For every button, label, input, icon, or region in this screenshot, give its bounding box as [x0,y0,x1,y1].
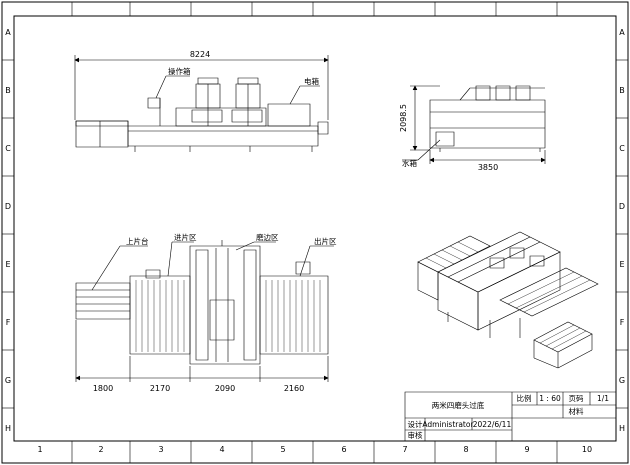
col-num-7: 7 [402,445,407,454]
col-num-3: 3 [158,445,163,454]
row-letter-c-right: C [619,144,625,153]
col-num-1: 1 [37,445,42,454]
label-loading-table: 上片台 [126,236,149,246]
row-letter-a: A [5,28,11,37]
column-dividers [72,2,557,463]
row-letter-c: C [5,144,11,153]
column-numbers: 1 2 3 4 5 6 7 8 9 10 [37,445,592,454]
side-view [402,86,545,164]
plan-dimension-1: 1800 [93,384,113,393]
title-drawing-name: 两米四磨头过底 [432,400,485,410]
row-letters: A B C D E F G H A B C D E F G H [5,28,625,433]
front-overall-dimension: 8224 [190,50,210,59]
title-block [405,392,616,441]
plan-dimension-4: 2160 [284,384,304,393]
row-letter-f: F [6,318,11,327]
row-letter-b-right: B [619,86,625,95]
title-page-value: 1/1 [597,394,609,403]
col-num-2: 2 [98,445,103,454]
title-scale-label: 比例 [517,393,532,403]
col-num-4: 4 [219,445,224,454]
row-letter-g: G [5,376,11,385]
title-designer-value: Administrator [422,420,474,429]
label-electric-box: 电箱 [304,76,319,86]
front-view [75,55,328,152]
col-num-10: 10 [582,445,592,454]
col-num-9: 9 [524,445,529,454]
inner-frame [14,16,616,441]
title-date-value: 2022/6/11 [473,420,512,429]
row-letter-g-right: G [619,376,625,385]
row-letter-a-right: A [619,28,625,37]
isometric-view [417,231,599,368]
label-infeed-zone: 进片区 [174,232,197,242]
title-page-label: 页码 [569,394,584,403]
plan-view [76,240,334,382]
plan-dimension-2: 2170 [150,384,170,393]
title-material-label: 材料 [569,406,584,416]
title-review-label: 审核 [408,430,423,440]
row-letter-b: B [5,86,11,95]
plan-dimension-3: 2090 [215,384,235,393]
label-water-tank: 水箱 [402,158,417,168]
row-letter-e-right: E [619,260,624,269]
col-num-8: 8 [463,445,468,454]
row-letter-e: E [5,260,10,269]
row-letter-d-right: D [619,202,625,211]
col-num-6: 6 [341,445,346,454]
side-height-dimension: 2098.5 [399,104,408,132]
label-control-box: 操作箱 [168,66,191,76]
label-outfeed-zone: 出片区 [314,236,337,246]
row-letter-h-right: H [619,424,625,433]
row-letter-d: D [5,202,11,211]
title-designer-label: 设计 [408,419,423,429]
label-edging-zone: 磨边区 [256,232,279,242]
col-num-5: 5 [280,445,285,454]
row-letter-f-right: F [620,318,625,327]
row-dividers [2,60,628,408]
title-scale-value: 1 : 60 [539,394,561,403]
side-width-dimension: 3850 [478,163,498,172]
row-letter-h: H [5,424,11,433]
